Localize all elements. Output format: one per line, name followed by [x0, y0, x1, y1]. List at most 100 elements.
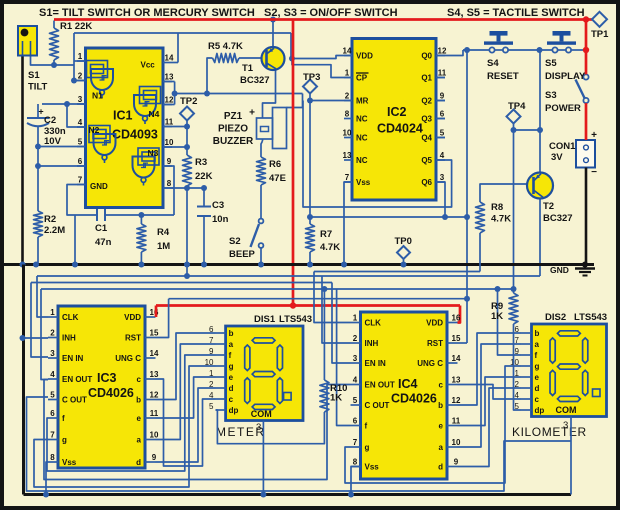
svg-text:INH: INH [62, 334, 76, 343]
svg-text:12: 12 [165, 96, 174, 105]
svg-text:f: f [365, 422, 368, 431]
svg-text:47E: 47E [269, 173, 286, 184]
svg-text:IC3: IC3 [97, 371, 117, 385]
svg-text:10: 10 [343, 129, 352, 138]
svg-text:PZ1: PZ1 [224, 111, 243, 122]
svg-text:1M: 1M [157, 241, 170, 252]
svg-text:a: a [229, 340, 234, 349]
svg-text:INH: INH [365, 339, 379, 348]
svg-text:7: 7 [50, 431, 55, 440]
svg-text:LTS543: LTS543 [574, 312, 607, 323]
svg-text:6: 6 [353, 417, 358, 426]
svg-text:11: 11 [165, 118, 174, 127]
svg-text:a: a [439, 443, 444, 452]
svg-text:R7: R7 [320, 229, 332, 240]
svg-text:Vcc: Vcc [141, 61, 156, 70]
svg-text:EN IN: EN IN [365, 359, 387, 368]
svg-text:6: 6 [209, 325, 214, 334]
svg-text:10: 10 [150, 431, 159, 440]
svg-text:KILOMETER: KILOMETER [512, 425, 587, 439]
svg-text:3: 3 [563, 420, 568, 431]
svg-text:+: + [249, 108, 255, 119]
svg-text:d: d [438, 463, 443, 472]
svg-text:+: + [38, 107, 43, 117]
svg-text:15: 15 [452, 334, 461, 343]
svg-text:3: 3 [440, 173, 445, 182]
svg-text:PIEZO: PIEZO [218, 124, 248, 135]
svg-text:+: + [591, 130, 597, 141]
svg-text:2: 2 [50, 329, 55, 338]
svg-text:TP2: TP2 [180, 96, 197, 107]
svg-text:e: e [439, 422, 444, 431]
svg-text:R4: R4 [157, 227, 170, 238]
svg-text:C3: C3 [212, 200, 224, 211]
svg-text:10n: 10n [212, 214, 229, 225]
svg-text:Q4: Q4 [421, 134, 432, 143]
svg-text:6: 6 [78, 157, 83, 166]
svg-text:5: 5 [50, 391, 55, 400]
svg-text:POWER: POWER [545, 103, 581, 114]
svg-text:DIS2: DIS2 [545, 312, 566, 323]
svg-text:DIS1: DIS1 [254, 314, 276, 325]
svg-text:S4: S4 [487, 58, 499, 69]
svg-text:R9: R9 [491, 301, 503, 312]
svg-text:10: 10 [165, 138, 174, 147]
svg-text:GND: GND [550, 265, 569, 275]
svg-text:C OUT: C OUT [365, 401, 390, 410]
svg-text:5: 5 [209, 402, 214, 411]
svg-text:9: 9 [209, 347, 214, 356]
svg-text:1: 1 [50, 308, 55, 317]
svg-text:12: 12 [150, 391, 159, 400]
svg-text:g: g [535, 362, 540, 371]
svg-text:c: c [535, 395, 540, 404]
svg-text:C OUT: C OUT [62, 396, 87, 405]
svg-text:g: g [62, 436, 67, 445]
svg-text:g: g [229, 362, 234, 371]
svg-text:330n: 330n [44, 126, 66, 137]
svg-text:11: 11 [438, 69, 447, 78]
svg-text:N3: N3 [148, 148, 159, 158]
svg-text:4: 4 [50, 370, 55, 379]
svg-text:7: 7 [345, 173, 350, 182]
svg-text:Q5: Q5 [421, 156, 432, 165]
svg-text:N1: N1 [92, 91, 103, 101]
svg-text:e: e [535, 373, 540, 382]
svg-text:RESET: RESET [487, 71, 519, 82]
svg-text:R3: R3 [195, 157, 207, 168]
svg-text:d: d [535, 384, 540, 393]
svg-text:7: 7 [353, 438, 358, 447]
svg-text:a: a [535, 340, 540, 349]
svg-text:11: 11 [150, 409, 159, 418]
svg-text:d: d [229, 384, 234, 393]
svg-text:CD4026: CD4026 [88, 386, 134, 400]
svg-text:2: 2 [353, 334, 358, 343]
svg-text:R10: R10 [330, 383, 347, 394]
svg-text:GND: GND [90, 182, 108, 191]
svg-text:4: 4 [353, 376, 358, 385]
svg-text:S5: S5 [545, 58, 557, 69]
svg-text:S2, S3 = ON/OFF SWITCH: S2, S3 = ON/OFF SWITCH [264, 7, 398, 19]
svg-text:c: c [439, 381, 444, 390]
svg-text:DISPLAY: DISPLAY [545, 71, 586, 82]
svg-text:COM: COM [556, 405, 577, 415]
svg-text:TILT: TILT [28, 82, 48, 93]
svg-text:6: 6 [515, 325, 520, 334]
svg-text:4: 4 [515, 391, 520, 400]
svg-text:Q6: Q6 [421, 178, 432, 187]
svg-text:1: 1 [353, 314, 358, 323]
svg-text:6: 6 [50, 409, 55, 418]
svg-text:CP: CP [356, 74, 368, 83]
svg-text:VDD: VDD [124, 313, 141, 322]
svg-text:CD4024: CD4024 [377, 122, 423, 136]
svg-text:RST: RST [125, 334, 141, 343]
svg-text:3: 3 [50, 349, 55, 358]
svg-text:9: 9 [440, 92, 445, 101]
svg-text:VDD: VDD [356, 52, 373, 61]
svg-text:f: f [535, 351, 538, 360]
svg-text:MR: MR [356, 97, 369, 106]
svg-text:1: 1 [345, 69, 350, 78]
svg-text:S1: S1 [28, 70, 40, 81]
svg-text:11: 11 [452, 417, 461, 426]
svg-text:CLK: CLK [365, 319, 382, 328]
svg-text:TP0: TP0 [395, 236, 412, 247]
